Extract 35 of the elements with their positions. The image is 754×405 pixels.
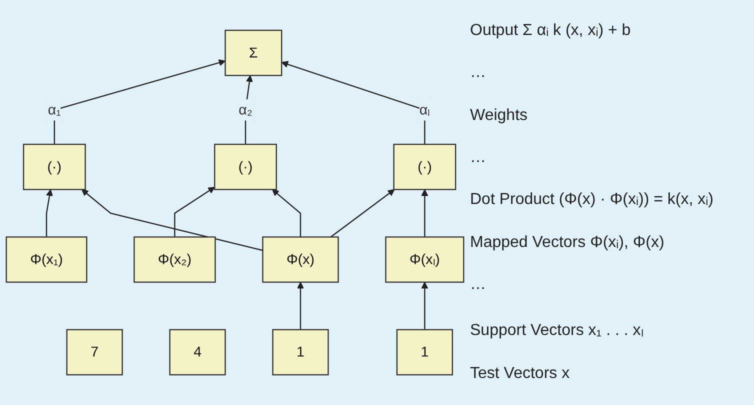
row-label: … (470, 64, 487, 82)
arrow (174, 186, 215, 237)
arrow (330, 189, 395, 238)
arrow (54, 59, 226, 144)
node-box: Φ(x) (262, 236, 339, 283)
arrow (421, 282, 428, 330)
arrow (281, 60, 426, 144)
arrow (297, 282, 304, 330)
row-label: … (470, 149, 487, 168)
node-box: Φ(x₂) (134, 236, 216, 283)
edge-label: α₂ (238, 102, 252, 118)
row-label: Test Vectors x (470, 364, 571, 383)
row-label: … (470, 276, 487, 294)
row-label: Dot Product (Φ(x) · Φ(xᵢ)) = k(x, xᵢ) (470, 191, 714, 210)
row-label: Mapped Vectors Φ(xᵢ), Φ(x) (470, 234, 666, 252)
node-box: (·) (214, 144, 277, 190)
node-box: 4 (169, 329, 226, 376)
arrow (46, 189, 53, 237)
edge-label: α₁ (48, 102, 61, 118)
node-box: (·) (393, 144, 456, 190)
arrow (272, 189, 302, 237)
row-label: Support Vectors x₁ . . . xₗ (470, 321, 645, 340)
row-label: Output Σ αᵢ k (x, xᵢ) + b (470, 22, 632, 40)
arrow (421, 189, 428, 237)
node-box: Φ(xₗ) (385, 236, 464, 283)
node-box: Φ(x₁) (6, 236, 88, 283)
node-box: 1 (272, 329, 329, 376)
node-box: 7 (66, 329, 123, 376)
node-box: 1 (396, 329, 454, 376)
arrow (81, 189, 263, 251)
arrow (244, 75, 253, 144)
node-box: (·) (22, 144, 86, 190)
row-label: Weights (470, 106, 529, 125)
node-box: Σ (224, 30, 282, 76)
edge-label: αₗ (419, 102, 430, 118)
